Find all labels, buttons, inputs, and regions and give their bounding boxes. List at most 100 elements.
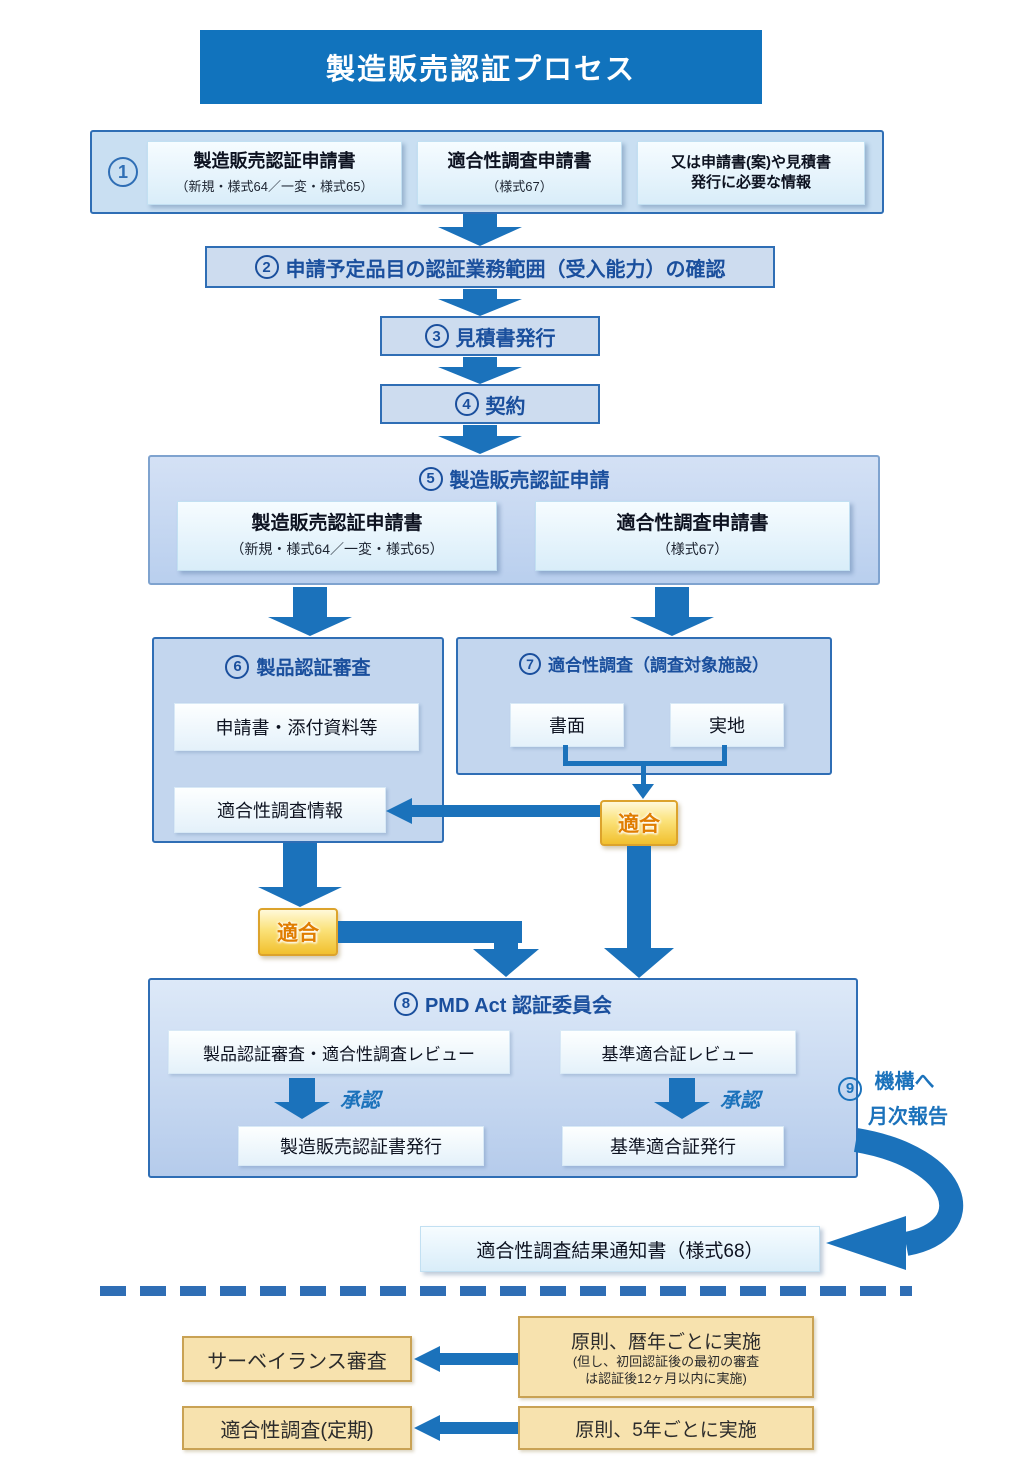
step6-panel: 6 製品認証審査 申請書・添付資料等 適合性調査情報 xyxy=(152,637,444,843)
arrow-pass-to-info-head-icon xyxy=(386,798,412,824)
arrow-head-icon xyxy=(630,617,714,636)
arrow-head-icon xyxy=(438,227,522,246)
pass-badge-left: 適合 xyxy=(258,908,338,956)
arrow-shaft xyxy=(463,425,497,436)
periodic-label: 適合性調査(定期) xyxy=(220,1419,374,1442)
surveillance-box: サーベイランス審査 xyxy=(182,1336,412,1382)
step4-box: 4 契約 xyxy=(380,384,600,424)
step9-number-badge: 9 xyxy=(838,1077,862,1102)
step2-number-badge: 2 xyxy=(254,255,279,279)
step2-box: 2 申請予定品目の認証業務範囲（受入能力）の確認 xyxy=(205,246,775,288)
step4-number-badge: 4 xyxy=(454,392,479,416)
step1-number-badge: 1 xyxy=(108,157,138,187)
surveillance-rule-box: 原則、暦年ごとに実施 (但し、初回認証後の最初の審査 は認証後12ヶ月以内に実施… xyxy=(518,1316,814,1398)
step6-info-label: 適合性調査情報 xyxy=(217,801,343,821)
connector-merge-bar xyxy=(563,761,727,766)
arrow-head-icon xyxy=(258,887,342,907)
doc-subtitle: （様式67） xyxy=(486,178,553,194)
step8-header: 8 PMD Act 認証委員会 xyxy=(150,989,856,1018)
step7-paper-box: 書面 xyxy=(510,703,624,747)
doc-title: 製造販売認証申請書 xyxy=(193,151,356,172)
arrow-head-icon xyxy=(438,367,522,384)
step6-header: 6 製品認証審査 xyxy=(154,653,442,680)
arrow-step6-to-pass xyxy=(252,843,348,907)
arrow-shaft xyxy=(283,843,317,887)
step7-onsite-label: 実地 xyxy=(709,716,745,736)
step1-doc-conformity: 適合性調査申請書 （様式67） xyxy=(417,141,622,205)
step6-info-box: 適合性調査情報 xyxy=(174,787,386,833)
step8-title: PMD Act 認証委員会 xyxy=(424,995,613,1017)
arrow-shaft xyxy=(669,1078,695,1102)
arrow-head-icon xyxy=(438,436,522,454)
surveillance-rule-line2: (但し、初回認証後の最初の審査 xyxy=(572,1354,760,1370)
step8-issue-left-label: 製造販売認証書発行 xyxy=(280,1137,442,1157)
doc-subtitle: （新規・様式64／一変・様式65） xyxy=(175,178,374,194)
pass-label: 適合 xyxy=(277,922,319,945)
arrow-step5-to-step7 xyxy=(624,587,720,636)
step8-issue-left-box: 製造販売認証書発行 xyxy=(238,1126,484,1166)
arrow-head-icon xyxy=(268,617,352,636)
connector-arrow-head-icon xyxy=(632,784,654,799)
arrow-shaft xyxy=(463,357,497,367)
arrow-shaft xyxy=(655,587,689,617)
arrow-shaft xyxy=(293,587,327,617)
step8-review-left-label: 製品認証審査・適合性調査レビュー xyxy=(203,1044,475,1064)
step3-number-badge: 3 xyxy=(424,324,449,348)
step8-panel: 8 PMD Act 認証委員会 製品認証審査・適合性調査レビュー 基準適合証レビ… xyxy=(148,978,858,1178)
step1-doc-application: 製造販売認証申請書 （新規・様式64／一変・様式65） xyxy=(147,141,402,205)
arrow-shaft xyxy=(463,214,497,227)
notice-box: 適合性調査結果通知書（様式68） xyxy=(420,1226,820,1272)
arrow-step4-to-step5 xyxy=(432,425,528,454)
curved-arrow-head-icon xyxy=(826,1216,906,1270)
step5-header: 5 製造販売認証申請 xyxy=(150,464,878,493)
arrow-pass-to-step8-head-icon xyxy=(604,948,674,978)
step5-doc-conformity: 適合性調査申請書 （様式67） xyxy=(535,501,850,571)
page-title: 製造販売認証プロセス xyxy=(200,30,762,104)
step8-number-badge: 8 xyxy=(393,991,418,1016)
doc-subtitle: （様式67） xyxy=(656,540,729,557)
arrow-head-icon xyxy=(438,299,522,316)
step8-issue-right-box: 基準適合証発行 xyxy=(562,1126,784,1166)
step3-box: 3 見積書発行 xyxy=(380,316,600,356)
surveillance-label: サーベイランス審査 xyxy=(207,1350,387,1373)
step7-number-badge: 7 xyxy=(519,652,541,675)
step6-doc-box: 申請書・添付資料等 xyxy=(174,703,419,751)
arrow-pass-to-step8-shaft xyxy=(627,846,651,948)
doc-subtitle: （新規・様式64／一変・様式65） xyxy=(230,540,444,557)
step7-title: 適合性調査（調査対象施設） xyxy=(548,656,769,675)
step1-panel: 1 製造販売認証申請書 （新規・様式64／一変・様式65） 適合性調査申請書 （… xyxy=(90,130,884,214)
step7-onsite-box: 実地 xyxy=(670,703,784,747)
arrow-shaft xyxy=(463,289,497,299)
doc-title: 適合性調査申請書 xyxy=(447,151,592,172)
surveillance-rule-line1: 原則、暦年ごとに実施 xyxy=(570,1332,761,1354)
periodic-arrow-shaft xyxy=(440,1422,518,1434)
page-title-text: 製造販売認証プロセス xyxy=(325,54,636,86)
step6-doc-label: 申請書・添付資料等 xyxy=(215,718,378,738)
connector-paper-down xyxy=(563,745,568,765)
elbow-arrow-horizontal xyxy=(338,921,522,943)
step6-title: 製品認証審査 xyxy=(256,658,371,679)
step9-label: 9 機構へ 月次報告 xyxy=(838,1066,948,1134)
dashed-divider xyxy=(100,1286,912,1296)
step3-number: 3 xyxy=(432,327,441,345)
step3-label: 見積書発行 xyxy=(455,327,556,350)
arrow-step1-to-step2 xyxy=(432,214,528,246)
step2-number: 2 xyxy=(262,258,271,276)
pass-badge-right: 適合 xyxy=(600,800,678,846)
step2-label: 申請予定品目の認証業務範囲（受入能力）の確認 xyxy=(285,258,726,281)
doc-line2: 発行に必要な情報 xyxy=(690,174,811,191)
step7-paper-label: 書面 xyxy=(549,716,585,736)
approve-label-left: 承認 xyxy=(340,1090,380,1112)
periodic-rule-label: 原則、5年ごとに実施 xyxy=(575,1419,757,1441)
elbow-arrow-head-icon xyxy=(473,949,539,977)
step8-review-left-box: 製品認証審査・適合性調査レビュー xyxy=(168,1030,510,1074)
step8-review-right-box: 基準適合証レビュー xyxy=(560,1030,796,1074)
arrow-pass-to-info-shaft xyxy=(412,805,600,817)
curved-arrow-monthly-report xyxy=(826,1128,964,1270)
arrow-head-icon xyxy=(654,1102,710,1119)
periodic-arrow-head-icon xyxy=(414,1415,440,1441)
step5-panel: 5 製造販売認証申請 製造販売認証申請書 （新規・様式64／一変・様式65） 適… xyxy=(148,455,880,585)
step7-number: 7 xyxy=(526,655,534,672)
arrow-head-icon xyxy=(274,1102,330,1119)
